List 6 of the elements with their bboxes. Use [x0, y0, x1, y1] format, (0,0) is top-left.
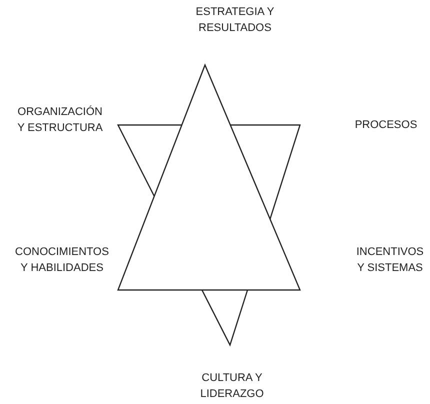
- vertex-label: ORGANIZACIÓN Y ESTRUCTURA: [16, 104, 104, 136]
- vertex-label: CULTURA Y LIDERAZGO: [199, 371, 265, 402]
- vertex-label: ESTRATEGIA Y RESULTADOS: [194, 5, 276, 36]
- vertex-label: INCENTIVOS Y SISTEMAS: [355, 245, 425, 276]
- vertex-label: PROCESOS: [354, 118, 418, 133]
- vertex-label: CONOCIMIENTOS Y HABILIDADES: [14, 245, 110, 276]
